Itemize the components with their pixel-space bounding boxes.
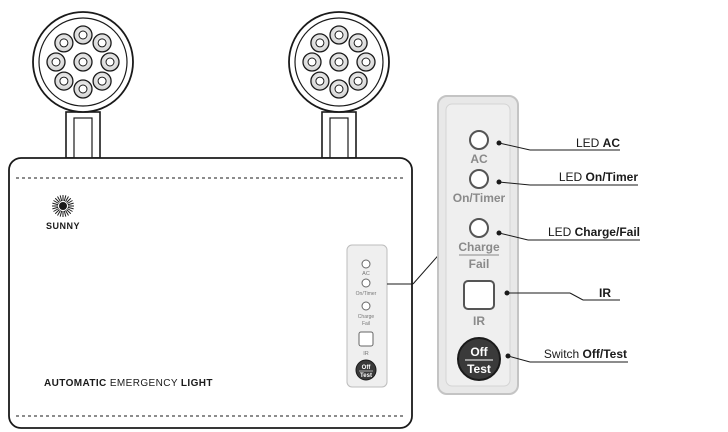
sun-ray (66, 197, 72, 203)
right-lamp-led-core-8 (315, 38, 325, 48)
callout-led-charge-fail: LED Charge/Fail (496, 225, 640, 241)
left-lamp-led-core-8 (59, 38, 69, 48)
sun-ray (67, 200, 73, 204)
right-lamp-led-core-6 (315, 76, 325, 86)
led-ac-label: AC (470, 152, 488, 166)
svg-text:Switch Off/Test: Switch Off/Test (544, 347, 627, 361)
right-lamp-led-core-3 (361, 57, 371, 67)
right-lamp-led-core-7 (307, 57, 317, 67)
sun-ray (67, 208, 73, 212)
svg-text:LED AC: LED AC (576, 136, 620, 150)
enlarged-control-panel: AC On/Timer Charge Fail IR Off Test (437, 95, 519, 395)
right-lamp-led-core-4 (353, 76, 363, 86)
sun-ray (65, 210, 69, 216)
left-lamp-led-core-0 (78, 57, 88, 67)
small-led-charge-fail (361, 301, 371, 311)
right-lamp-led-core-5 (334, 84, 344, 94)
small-control-panel: AC On/Timer Charge Fail IR Off Test (346, 244, 388, 388)
sun-ray (57, 210, 61, 216)
led-on-timer-label: On/Timer (453, 191, 506, 205)
left-lamp-led-core-3 (105, 57, 115, 67)
small-ir-label: IR (363, 351, 369, 357)
svg-text:IR: IR (599, 286, 611, 300)
small-led-on-timer-label: On/Timer (356, 291, 377, 297)
right-lamp-head (288, 11, 390, 159)
small-led-ac-label: AC (362, 271, 370, 277)
ir-sensor (463, 280, 495, 310)
led-fail-label: Fail (469, 257, 490, 271)
sun-ray (65, 196, 69, 202)
sun-ray (53, 200, 59, 204)
led-on-timer-indicator (469, 169, 489, 189)
right-lamp-led-core-1 (334, 30, 344, 40)
ir-label: IR (473, 314, 485, 328)
off-test-switch[interactable] (457, 337, 501, 381)
led-charge-fail-indicator (469, 218, 489, 238)
callout-ir: IR (504, 286, 620, 301)
sun-ray (66, 209, 72, 215)
sun-ray (52, 202, 59, 206)
left-lamp-led-core-7 (51, 57, 61, 67)
callout-led-on-timer: LED On/Timer (496, 170, 638, 186)
sun-ray (59, 195, 63, 202)
small-led-on-timer (361, 278, 371, 288)
sun-ray (59, 210, 63, 217)
left-lamp-led-core-5 (78, 84, 88, 94)
svg-text:LED Charge/Fail: LED Charge/Fail (548, 225, 640, 239)
sun-ray (67, 202, 74, 206)
brand-name: SUNNY (46, 221, 80, 231)
led-charge-label: Charge (458, 240, 500, 254)
small-off-test-switch[interactable] (355, 359, 377, 381)
left-lamp-led-array (46, 25, 120, 99)
sun-ray (53, 208, 59, 212)
callout-switch-off-test: Switch Off/Test (505, 347, 628, 363)
sun-ray (54, 197, 60, 203)
sun-ray (63, 195, 67, 202)
small-ir-sensor (358, 331, 374, 347)
small-led-fail-label: Fail (362, 321, 370, 327)
right-lamp-led-core-0 (334, 57, 344, 67)
left-lamp-led-core-2 (97, 38, 107, 48)
small-led-ac (361, 259, 371, 269)
sun-ray (57, 196, 61, 202)
sun-core (59, 202, 67, 210)
left-lamp-head (32, 11, 134, 159)
small-switch-off-label: Off (362, 365, 372, 371)
right-lamp-led-array (302, 25, 376, 99)
callout-led-ac: LED AC (496, 136, 620, 151)
sunny-logo (52, 195, 74, 217)
left-lamp-led-core-4 (97, 76, 107, 86)
right-lamp-led-core-2 (353, 38, 363, 48)
product-label: AUTOMATIC EMERGENCY LIGHT (44, 378, 213, 389)
sun-ray (63, 210, 67, 217)
left-lamp-led-core-1 (78, 30, 88, 40)
sun-ray (67, 206, 74, 210)
light-body (8, 157, 413, 429)
switch-off-label: Off (470, 345, 488, 359)
sun-ray (52, 206, 59, 210)
svg-text:LED On/Timer: LED On/Timer (559, 170, 638, 184)
sun-ray (54, 209, 60, 215)
left-lamp-led-core-6 (59, 76, 69, 86)
small-switch-test-label: Test (360, 373, 372, 379)
led-ac-indicator (469, 130, 489, 150)
small-led-charge-label: Charge (358, 314, 375, 320)
switch-test-label: Test (467, 362, 491, 376)
